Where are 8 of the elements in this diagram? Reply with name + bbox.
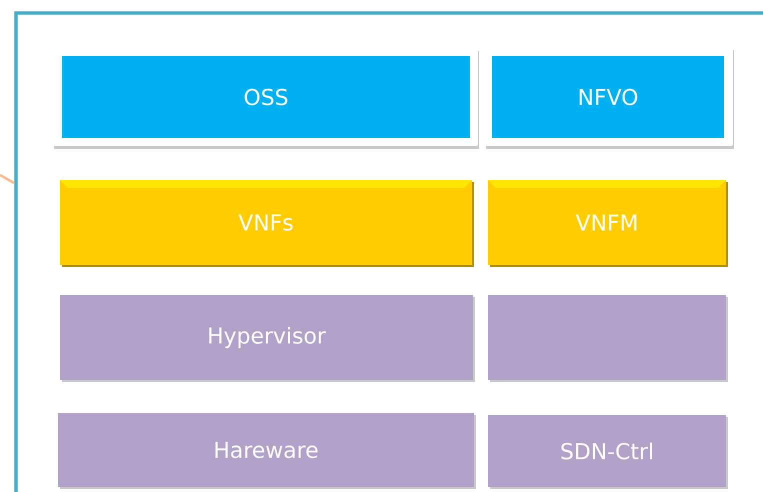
bevel-box: VNFs — [60, 180, 474, 267]
layer-box: SDN-Ctrl — [488, 415, 728, 489]
layer-box — [488, 295, 728, 382]
bevel-box: VNFM — [488, 180, 728, 267]
layer-box: Hareware — [58, 413, 476, 489]
layer-box: OSS — [53, 49, 479, 149]
layer-box: Hypervisor — [60, 295, 475, 382]
layer-box: NFVO — [485, 48, 734, 149]
